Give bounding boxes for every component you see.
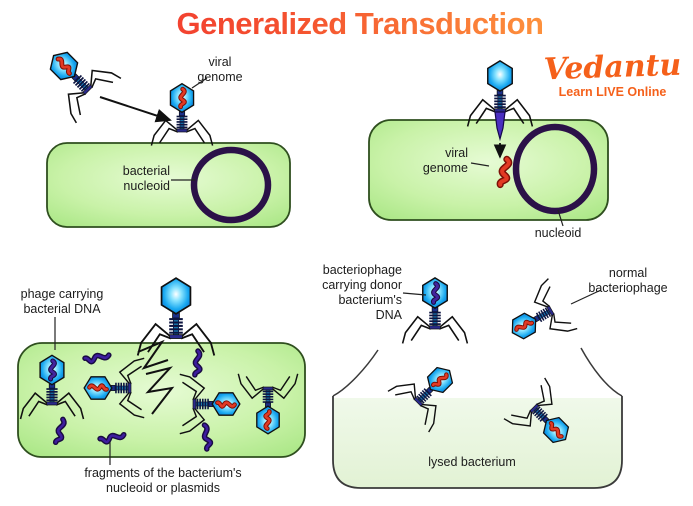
donor-phage-leader [402, 292, 427, 296]
label-bacteriophage-donor: bacteriophage carrying donor bacterium's… [322, 263, 402, 322]
partial-phage-legs [137, 339, 175, 415]
phage-free-floating [30, 32, 122, 124]
label-lysed-bacterium: lysed bacterium [428, 455, 516, 469]
attachment-arrow [99, 96, 172, 123]
nucleoid-leader [557, 209, 564, 227]
lysis-tear-left [332, 349, 379, 397]
label-viral-genome-2: viral genome [422, 146, 468, 175]
label-bacterial-nucleoid: bacterial nucleoid [122, 164, 170, 193]
label-viral-genome-1: viral genome [197, 55, 243, 84]
phage-tail-tip [494, 111, 506, 142]
normal-phage-leader [570, 289, 602, 305]
label-nucleoid: nucleoid [534, 226, 582, 240]
lysed-bacterium-wall [332, 396, 623, 489]
bacterium-cell-attachment [46, 142, 291, 228]
viral-genome-leader-1 [191, 77, 208, 89]
phage-attaching [150, 82, 214, 147]
phage-carrying-donor-dna [401, 277, 469, 345]
nucleoid-ring [512, 123, 598, 215]
bacterium-cell-injection [368, 119, 609, 221]
vedantu-logo: Vedantu Learn LIVE Online [540, 48, 685, 99]
vedantu-tagline: Learn LIVE Online [558, 84, 667, 99]
normal-phage [497, 277, 578, 359]
label-fragments: fragments of the bacterium's nucleoid or… [84, 466, 242, 495]
page-title: Generalized Transduction [110, 6, 610, 42]
lysed-bacterium-body [333, 398, 622, 488]
lysis-tear-right [580, 347, 623, 397]
bacterial-nucleoid-ring [190, 146, 272, 224]
viral-genome-leader-2 [470, 162, 490, 167]
label-normal-bacteriophage: normal bacteriophage [588, 266, 668, 295]
label-phage-carrying: phage carrying bacterial DNA [20, 287, 104, 316]
